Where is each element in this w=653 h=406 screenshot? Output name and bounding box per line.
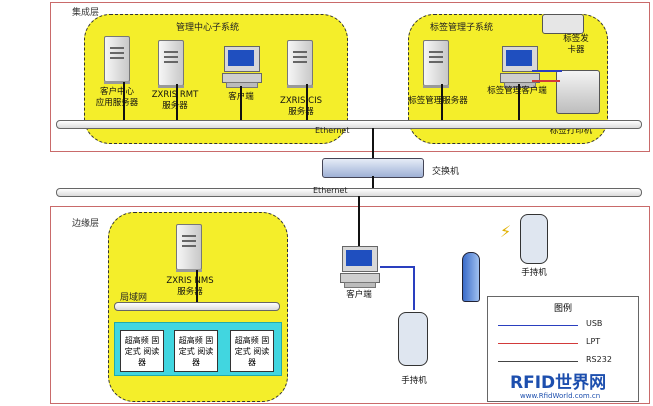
- antenna-icon: [462, 252, 480, 302]
- nms-server-label: ZXRIS NMS 服务器: [166, 276, 214, 297]
- wireless-signal-icon: ⚡: [500, 222, 512, 241]
- switch-icon: [322, 158, 424, 178]
- local-net-bus: [114, 302, 280, 311]
- ethernet-label-top: Ethernet: [315, 126, 350, 135]
- link-line: [518, 84, 520, 120]
- usb-link: [532, 70, 562, 72]
- server-icon: [287, 40, 313, 88]
- handheld-1-label: 手持机: [401, 376, 427, 386]
- edge-layer-title: 边缘层: [72, 219, 100, 229]
- legend-lpt: LPT: [586, 337, 601, 346]
- rmt-server-label: ZXRIS RMT 服务器: [151, 90, 199, 111]
- ethernet-bus-top: [56, 120, 642, 129]
- handheld-icon: [520, 214, 548, 264]
- handheld-2-label: 手持机: [521, 268, 547, 278]
- link-line: [372, 176, 374, 190]
- reader-2: 超高频 固定式 阅读器: [230, 330, 274, 372]
- link-line: [441, 84, 443, 120]
- app-server-label: 客户中心 应用服务器: [95, 87, 139, 108]
- server-icon: [423, 40, 449, 88]
- edge-client-label: 客户端: [346, 290, 372, 300]
- tag-issuer-label: 标签发 卡器: [563, 34, 589, 55]
- tag-printer-label: 标签打印机: [549, 126, 593, 136]
- link-line: [358, 196, 360, 246]
- ethernet-label-mid: Ethernet: [313, 186, 348, 195]
- lpt-link: [532, 80, 560, 82]
- watermark-url: www.RfidWorld.com.cn: [520, 392, 601, 400]
- tag-client-pc-icon: [500, 46, 540, 88]
- link-line: [372, 128, 374, 158]
- legend-title: 图例: [553, 304, 572, 314]
- link-line: [196, 270, 198, 302]
- legend-rs232: RS232: [586, 355, 612, 364]
- tag-server-label: 标签管理服务器: [408, 96, 468, 106]
- cis-server-label: ZXRIS CIS 服务器: [280, 96, 322, 117]
- client-pc-icon: [222, 46, 262, 88]
- tag-printer-icon: [556, 70, 600, 114]
- server-icon: [104, 36, 130, 84]
- server-icon: [176, 224, 202, 272]
- tag-issuer-icon: [542, 14, 584, 34]
- link-line: [123, 82, 125, 120]
- link-line: [306, 84, 308, 120]
- switch-label: 交换机: [432, 167, 460, 177]
- legend: 图例 USB LPT RS232: [487, 296, 639, 402]
- watermark-logo: RFID世界网: [510, 373, 607, 393]
- local-net-label: 局域网: [120, 293, 148, 303]
- server-icon: [158, 40, 184, 88]
- handheld-icon: [398, 312, 428, 366]
- reader-1: 超高频 固定式 阅读器: [174, 330, 218, 372]
- legend-row: LPT: [498, 337, 628, 349]
- tag-subsystem-title: 标签管理子系统: [430, 23, 494, 33]
- legend-row: USB: [498, 319, 628, 331]
- legend-row: RS232: [498, 355, 628, 367]
- link-line: [176, 84, 178, 120]
- integration-layer-title: 集成层: [72, 8, 100, 18]
- ethernet-bus-mid: [56, 188, 642, 197]
- usb-link: [413, 266, 415, 310]
- tag-client-label: 标签管理客户端: [487, 86, 547, 96]
- usb-link: [380, 266, 414, 268]
- mgmt-subsystem-title: 管理中心子系统: [176, 23, 240, 33]
- reader-0: 超高频 固定式 阅读器: [120, 330, 164, 372]
- edge-client-pc-icon: [340, 246, 380, 288]
- link-line: [240, 86, 242, 120]
- legend-usb: USB: [586, 319, 603, 328]
